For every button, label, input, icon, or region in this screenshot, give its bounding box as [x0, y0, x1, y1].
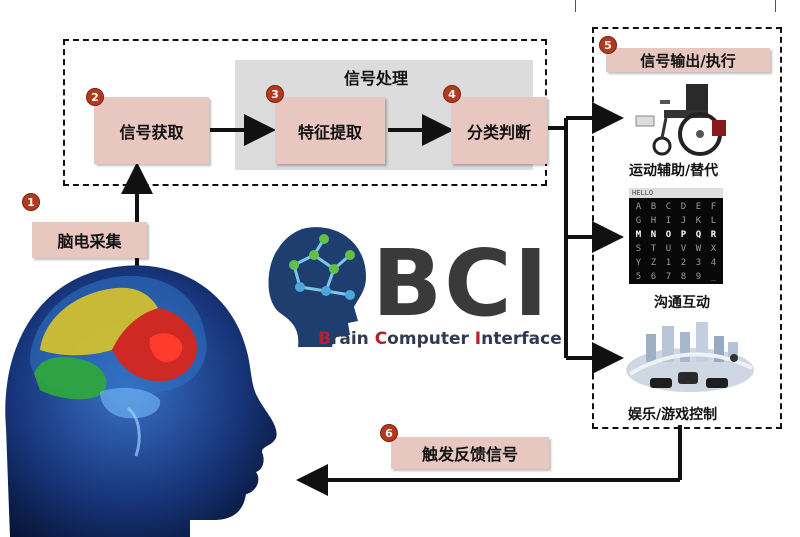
- signal-processing-title: 信号处理: [344, 69, 409, 88]
- bci-logo-text: BCI: [372, 230, 550, 337]
- human-brain-head-icon: [5, 265, 277, 537]
- logo-letter-b: B: [318, 329, 331, 349]
- letter-grid-cell: G: [635, 216, 642, 226]
- letter-grid-cell: 1: [665, 258, 672, 268]
- game-control-label: 娱乐/游戏控制: [628, 407, 718, 423]
- motion-assist-label: 运动辅助/替代: [629, 163, 719, 179]
- top-divider-right: [775, 0, 776, 12]
- letter-grid-cell: E: [695, 202, 702, 212]
- step-4-badge: 4: [443, 85, 461, 103]
- letter-grid-cell: R: [710, 230, 717, 240]
- letter-grid-cell: V: [680, 244, 687, 254]
- signal-output-label: 信号输出/执行: [640, 51, 736, 70]
- letter-grid-cell: A: [635, 202, 642, 212]
- step-1-badge: 1: [22, 193, 40, 211]
- letter-grid-cell: I: [665, 216, 672, 226]
- feature-extraction-label: 特征提取: [297, 122, 362, 142]
- classification-box: 分类判断: [451, 97, 547, 164]
- letter-grid-cell: Z: [650, 258, 657, 268]
- signal-output-box: 信号输出/执行: [606, 48, 770, 72]
- letter-grid-cell: P: [680, 230, 687, 240]
- step-6-badge: 6: [380, 424, 398, 442]
- feedback-signal-label: 触发反馈信号: [421, 445, 518, 464]
- letter-grid-cell: W: [695, 244, 702, 254]
- letter-grid-cell: N: [650, 230, 657, 240]
- logo-part-rain: rain: [330, 329, 375, 349]
- step-3-badge: 3: [266, 85, 284, 103]
- letter-grid-cell: 3: [695, 258, 702, 268]
- letter-grid-cell: F: [710, 202, 717, 212]
- feedback-signal-box: 触发反馈信号: [391, 437, 549, 469]
- letter-grid-cell: M: [635, 230, 642, 240]
- letter-grid-cell: L: [710, 216, 717, 226]
- letter-grid-cell: J: [680, 216, 687, 226]
- classification-label: 分类判断: [466, 122, 531, 142]
- logo-letter-i: I: [474, 329, 482, 349]
- letter-grid-cell: 7: [665, 272, 672, 282]
- letter-grid-cell: Y: [635, 258, 642, 268]
- top-divider-left: [575, 0, 576, 12]
- letter-grid-cell: H: [650, 216, 657, 226]
- letter-grid-cell: 5: [635, 272, 642, 282]
- logo-part-nterface: nterface: [481, 329, 562, 349]
- letter-grid-header: HELLO: [629, 188, 723, 198]
- letter-grid-cell: 9: [695, 272, 702, 282]
- letter-grid-cell: Q: [695, 230, 702, 240]
- letter-grid-cell: 6: [650, 272, 657, 282]
- wheelchair-icon: [635, 84, 726, 156]
- game-device-icon: [626, 322, 754, 392]
- signal-acquisition-box: 信号获取: [94, 97, 209, 164]
- communication-label: 沟通互动: [654, 295, 710, 311]
- letter-grid-cell: O: [665, 230, 672, 240]
- letter-grid-cell: D: [680, 202, 687, 212]
- step-5-badge: 5: [599, 36, 617, 54]
- letter-grid-cell: S: [635, 244, 642, 254]
- bci-logo-subtitle: Brain Computer Interface: [318, 329, 562, 349]
- letter-grid-cell: 8: [680, 272, 687, 282]
- logo-letter-c: C: [374, 329, 388, 349]
- letter-grid-cell: _: [710, 272, 717, 282]
- letter-grid-cell: T: [650, 244, 657, 254]
- letter-grid-cell: C: [665, 202, 672, 212]
- signal-acquisition-label: 信号获取: [119, 122, 184, 142]
- feature-extraction-box: 特征提取: [275, 97, 385, 164]
- bci-head-logo-icon: [268, 227, 366, 347]
- letter-grid-cell: 4: [710, 258, 717, 268]
- letter-grid-cell: K: [695, 216, 702, 226]
- letter-grid-cell: B: [650, 202, 657, 212]
- step-2-badge: 2: [86, 88, 104, 106]
- letter-grid-cell: X: [710, 244, 717, 254]
- logo-part-omputer: omputer: [387, 329, 475, 349]
- eeg-collection-label: 脑电采集: [57, 232, 122, 251]
- eeg-collection-box: 脑电采集: [32, 222, 147, 258]
- letter-grid-cell: U: [665, 244, 672, 254]
- letter-grid-cell: 2: [680, 258, 687, 268]
